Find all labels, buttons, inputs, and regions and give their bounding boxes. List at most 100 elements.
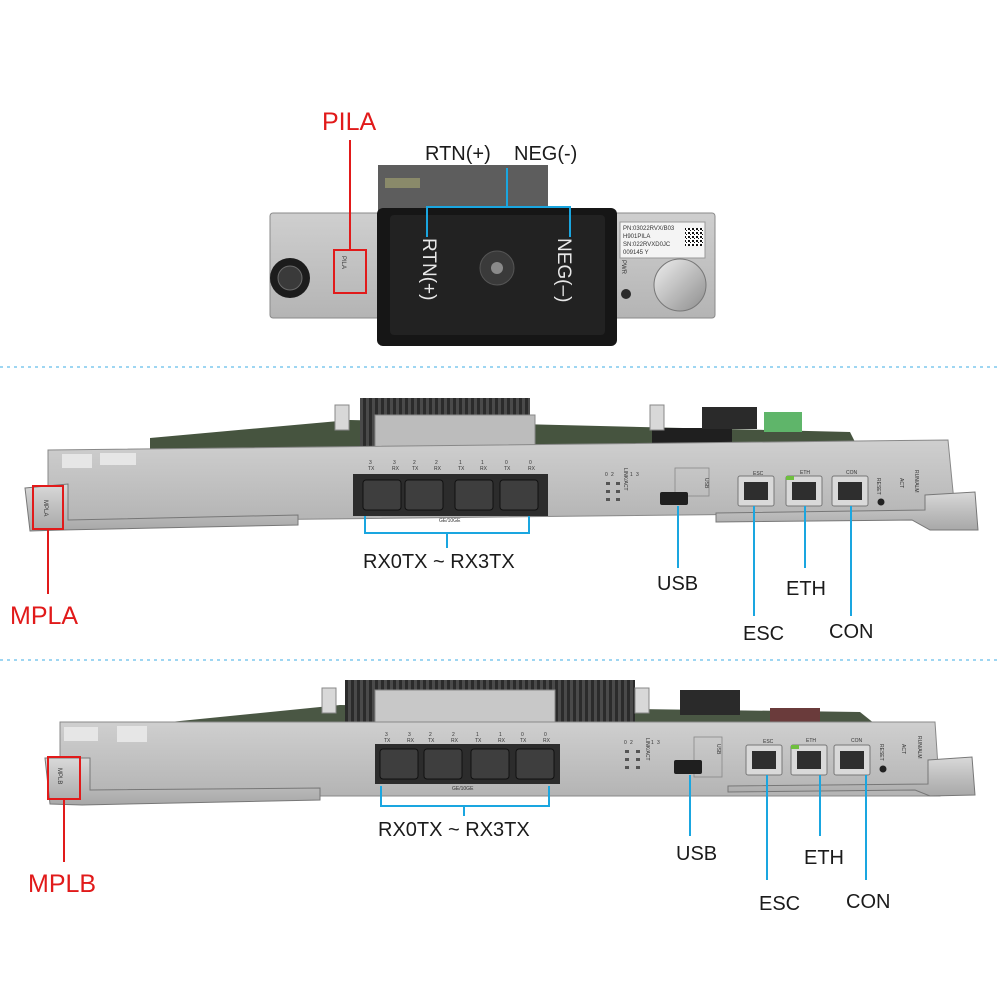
sticker-line-1: PN:03022RVX/B03 — [623, 226, 675, 232]
mpla-left-handle — [24, 483, 299, 532]
mpla-sfp-num-7: 0 — [529, 460, 532, 466]
mpla-usb-port[interactable] — [660, 492, 688, 505]
mpla-tab-right — [649, 404, 665, 431]
mpla-section: MPLA GE/10GE TX RX TX RX TX RX TX RX 3 3… — [10, 398, 979, 645]
pila-panel-label: PILA — [340, 256, 346, 269]
mplb-con-socket — [840, 751, 864, 769]
mplb-sfp-num-6: 0 — [521, 732, 524, 738]
mpla-link-label: LINK/ACT — [622, 468, 628, 491]
mpla-sfp-port-1[interactable] — [454, 479, 494, 511]
mplb-sfp-num-1: 3 — [408, 732, 411, 738]
mpla-sfp-num-0: 3 — [369, 460, 372, 466]
mpla-con-socket — [838, 482, 862, 500]
mpla-usb-head: USB — [703, 478, 709, 489]
sticker-line-3: SN:022RVXD0JC — [623, 242, 671, 248]
mplb-sfp-port-2[interactable] — [423, 748, 463, 780]
mplb-sfp-port-1[interactable] — [470, 748, 510, 780]
mplb-link-leds: 0 2 1 3 LINK/ACT — [624, 738, 660, 769]
pwr-label: PWR — [620, 260, 626, 275]
mplb-usb-port[interactable] — [674, 760, 702, 774]
qr-code — [685, 228, 703, 246]
mpla-sfp-port-2[interactable] — [404, 479, 444, 511]
mpla-usb-callout: USB — [657, 573, 698, 595]
mpla-sfp-num-4: 1 — [459, 460, 462, 466]
mplb-eth-led — [791, 745, 799, 749]
mplb-sfp-num-3: 2 — [452, 732, 455, 738]
mplb-eth-socket — [797, 751, 821, 769]
pila-title: PILA — [322, 108, 377, 136]
mplb-con-callout: CON — [846, 891, 890, 913]
mpla-sfp-num-3: 2 — [435, 460, 438, 466]
mplb-sfp-port-0[interactable] — [515, 748, 555, 780]
mplb-usb-callout: USB — [676, 843, 717, 865]
ejector-knob — [653, 258, 707, 312]
mpla-esc-head: ESC — [753, 471, 764, 477]
mplb-eth-callout: ETH — [804, 847, 844, 869]
mpla-act-label: ACT — [898, 478, 904, 488]
mpla-eth-callout: ETH — [786, 578, 826, 600]
mpla-sfp-head-0: TX — [368, 466, 375, 472]
mpla-led-0 — [606, 482, 610, 485]
mpla-title: MPLA — [10, 602, 78, 630]
mpla-sfp-head-7: RX — [528, 466, 536, 472]
mplb-esc-socket — [752, 751, 776, 769]
mpla-led-num-2: 2 — [611, 472, 614, 478]
mpla-tab-left — [334, 404, 350, 431]
mpla-reset-button[interactable] — [877, 498, 885, 506]
mplb-led-3 — [636, 758, 640, 761]
mplb-act-label: ACT — [900, 744, 906, 754]
mplb-led-num-0: 0 — [624, 740, 627, 746]
mplb-usb-frame — [693, 736, 723, 778]
neg-callout: NEG(-) — [514, 143, 577, 165]
mpla-led-1 — [616, 482, 620, 485]
connector-rtn-text: RTN(+) — [418, 238, 439, 300]
mplb-sfp-num-7: 0 — [544, 732, 547, 738]
mpla-sfp-head-4: TX — [458, 466, 465, 472]
sticker-line-2: H901PILA — [623, 234, 650, 240]
mplb-usb-head: USB — [715, 744, 721, 755]
mpla-led-num-3: 3 — [636, 472, 639, 478]
mplb-sfp-bar-label: GE/10GE — [452, 786, 474, 792]
mpla-sfp-num-2: 2 — [413, 460, 416, 466]
mpla-right-handle — [715, 491, 979, 531]
mplb-reset-label: RESET — [878, 744, 884, 761]
mpla-sfp-head-3: RX — [434, 466, 442, 472]
mplb-pn-sticker — [117, 726, 147, 742]
mplb-sfp-head-6: TX — [520, 738, 527, 744]
mpla-esc-callout: ESC — [743, 623, 784, 645]
mpla-sfp-port-0[interactable] — [499, 479, 539, 511]
mplb-tab-right — [634, 687, 650, 714]
rtn-callout-line — [426, 168, 508, 237]
mplb-components — [770, 708, 820, 723]
mplb-ports-callout: RX0TX ~ RX3TX — [378, 819, 530, 841]
mpla-con-head: CON — [846, 470, 858, 476]
mplb-reset-button[interactable] — [879, 765, 887, 773]
mpla-sfp-head-2: TX — [412, 466, 419, 472]
mpla-sfp-num-5: 1 — [481, 460, 484, 466]
mpla-link-leds: 0 2 1 3 LINK/ACT — [605, 468, 639, 501]
mplb-run-label: RUN/ALM — [916, 736, 922, 759]
mpla-eth-led — [786, 476, 794, 480]
mpla-ports-callout: RX0TX ~ RX3TX — [363, 551, 515, 573]
mplb-eth-head: ETH — [806, 738, 816, 744]
mplb-sfp-head-1: RX — [407, 738, 415, 744]
connector-screw-center — [491, 262, 503, 274]
mplb-sfp-num-4: 1 — [476, 732, 479, 738]
mpla-sfp-port-3[interactable] — [362, 479, 402, 511]
mpla-led-num-1: 1 — [630, 472, 633, 478]
mplb-sfp-head-5: RX — [498, 738, 506, 744]
mpla-esc-socket — [744, 482, 768, 500]
mpla-sfp-num-1: 3 — [393, 460, 396, 466]
mpla-pn-sticker — [100, 453, 136, 465]
mpla-sfp-head-labels: TX RX TX RX TX RX TX RX 3 3 2 2 1 1 0 0 — [368, 460, 536, 472]
mplb-section: MPLB GE/10GE TX RX TX RX TX RX TX RX 3 3… — [28, 680, 976, 915]
mplb-sfp-port-3[interactable] — [379, 748, 419, 780]
mplb-con-head: CON — [851, 738, 863, 744]
mpla-connector-block — [702, 407, 757, 429]
mpla-led-4 — [606, 498, 610, 501]
mplb-tab-left — [321, 687, 337, 714]
mplb-esc-head: ESC — [763, 739, 774, 745]
mpla-eth-socket — [792, 482, 816, 500]
mplb-title: MPLB — [28, 870, 96, 898]
